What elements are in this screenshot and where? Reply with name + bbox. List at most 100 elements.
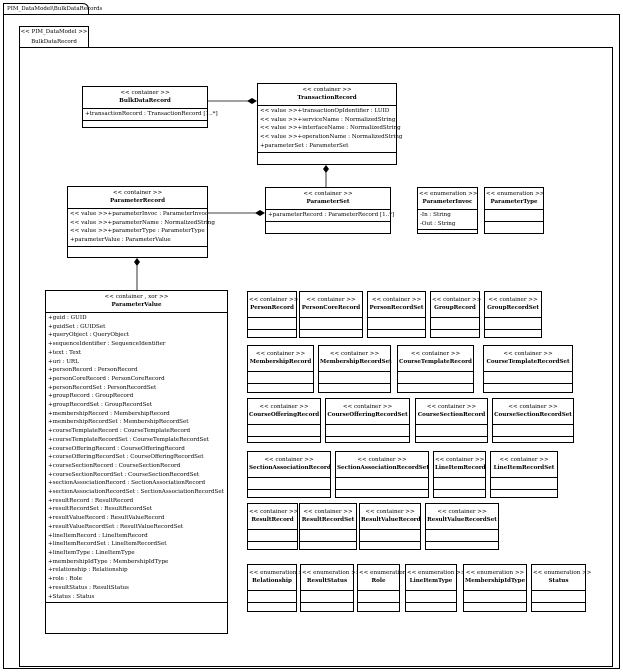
class-sectionassociationrecord[interactable]: << container >>SectionAssociationRecord [247, 451, 331, 498]
class-personrecord[interactable]: << container >> PersonRecord [247, 291, 299, 338]
attribute-compartment [300, 318, 362, 330]
enum-relationship[interactable]: << enumeration >>Relationship [247, 564, 307, 612]
class-resultvaluerecord[interactable]: << container >>ResultValueRecord [359, 503, 421, 550]
class-attribute: +resultValueRecord : ResultValueRecord [48, 515, 165, 522]
class-attribute: +transactionRecord : TransactionRecord [… [85, 111, 218, 117]
class-attribute: << value >>+transactionOpIdentifier : LU… [260, 108, 390, 114]
class-attribute: +groupRecord : GroupRecord [48, 393, 134, 400]
class-attribute: << value >>+parameterInvoc : ParameterIn… [70, 211, 209, 217]
class-sectionassociationrecordset[interactable]: << container >>SectionAssociationRecordS… [335, 451, 429, 498]
class-lineitemrecord[interactable]: << container >>LineItemRecord [433, 451, 486, 498]
enum-lineitemtype[interactable]: << enumeration >>LineItemType [405, 564, 465, 612]
class-stereotype: << container >> [488, 297, 538, 303]
class-lineitemrecordset[interactable]: << container >>LineItemRecordSet [490, 451, 558, 498]
class-membershiprecordset[interactable]: << container >>MembershipRecordSet [318, 345, 392, 393]
class-stereotype: << container , xor >> [104, 294, 169, 300]
class-attribute: << value >>+parameterName : NormalizedSt… [70, 219, 215, 226]
class-name: ParameterInvoc [422, 199, 473, 205]
class-name: ParameterValue [111, 302, 162, 308]
attribute-compartment [464, 591, 526, 603]
attribute-compartment [358, 591, 399, 603]
class-name: ResultRecord [251, 517, 294, 523]
class-resultvaluerecordset[interactable]: << container >>ResultValueRecordSet [425, 503, 499, 550]
class-stereotype: << container >> [410, 351, 461, 357]
class-attribute: +Status : Status [48, 593, 95, 600]
attribute-compartment [360, 530, 420, 542]
class-attribute: +courseSectionRecord : CourseSectionReco… [48, 462, 181, 469]
class-attribute: +resultRecordSet : ResultRecordSet [48, 506, 152, 513]
class-name: ParameterSet [306, 199, 350, 205]
class-stereotype: << container >> [120, 90, 170, 96]
class-parametervalue[interactable]: << container , xor >> ParameterValue +gui… [45, 290, 228, 634]
attribute-compartment [484, 372, 572, 384]
class-attribute: +courseOfferingRecord : CourseOfferingRe… [48, 445, 185, 452]
class-coursetemplaterecordset[interactable]: << container >>CourseTemplateRecordSet [483, 345, 573, 393]
class-transactionrecord[interactable]: << container >>TransactionRecord << valu… [257, 83, 403, 165]
class-personrecordset[interactable]: << container >>PersonRecordSet [367, 291, 426, 338]
enum-role[interactable]: << enumeration >>Role [357, 564, 418, 612]
attribute-compartment [248, 530, 297, 542]
class-attribute: +role : Role [48, 576, 82, 583]
class-name: GroupRecord [434, 305, 476, 311]
class-stereotype: << container >> [426, 404, 477, 410]
class-coursesectionrecordset[interactable]: << container >>CourseSectionRecordSet [492, 398, 574, 443]
class-stereotype: << container >> [259, 404, 309, 410]
enum-status[interactable]: << enumeration >>Status [531, 564, 591, 612]
class-attribute: << value >>+operationName : NormalizedSt… [260, 134, 403, 141]
class-stereotype: << container >> [249, 509, 299, 515]
enum-parametertype[interactable]: << enumeration >>ParameterType [484, 187, 544, 234]
class-attribute: +resultStatus : ResultStatus [48, 584, 129, 591]
enum-parameterinvoc[interactable]: << enumeration >>ParameterInvoc -In : St… [417, 187, 478, 234]
class-attribute: +parameterRecord : ParameterRecord [1..*… [268, 212, 395, 218]
class-attribute: +membershipIdType : MembershipIdType [48, 558, 169, 565]
class-bulkdatarecord[interactable]: << container >>BulkDataRecord +transacti… [82, 86, 218, 128]
class-name: ResultRecordSet [301, 517, 355, 523]
class-name: ResultValueRecordSet [427, 517, 497, 523]
class-grouprecord[interactable]: << container >>GroupRecord [430, 291, 481, 338]
class-attribute: +personCoreRecord : PersonCoreRecord [48, 375, 165, 382]
class-membershiprecord[interactable]: << container >>MembershipRecord [247, 345, 314, 393]
enum-membershipidtype[interactable]: << enumeration >>MembershipIdType [463, 564, 527, 612]
class-stereotype: << container >> [264, 457, 314, 463]
class-attribute: +membershipRecord : MembershipRecord [48, 410, 170, 417]
class-attribute: +membershipRecordSet : MembershipRecordS… [48, 419, 189, 426]
attribute-compartment [491, 478, 557, 490]
enum-resultstatus[interactable]: << enumeration >>ResultStatus [300, 564, 360, 612]
class-name: LineItemRecordSet [493, 465, 555, 471]
class-name: ResultStatus [306, 578, 348, 584]
class-stereotype: << container >> [249, 297, 299, 303]
class-attribute: +personRecord : PersonRecord [48, 367, 138, 374]
class-personcorerecord[interactable]: << container >>PersonCoreRecord [299, 291, 363, 338]
class-grouprecordset[interactable]: << container >>GroupRecordSet [484, 291, 542, 338]
class-attribute: +relationship : Relationship [48, 567, 128, 574]
class-attribute: +guid : GUID [48, 315, 87, 321]
attribute-compartment [336, 478, 428, 490]
class-attribute: +lineItemRecordSet : LineItemRecordSet [48, 541, 167, 548]
attribute-compartment [493, 425, 573, 437]
class-parameterset[interactable]: << container >> ParameterSet +parameterRe… [265, 187, 395, 234]
attribute-compartment [416, 425, 487, 437]
class-attribute: << value >>+interfaceName : NormalizedSt… [260, 125, 401, 132]
class-coursetemplaterecord[interactable]: << container >>CourseTemplateRecord [397, 345, 474, 393]
class-coursesectionrecord[interactable]: << container >>CourseSectionRecord [415, 398, 488, 443]
attribute-compartment [326, 425, 409, 437]
package-name: BulkDataRecord [31, 39, 77, 45]
class-courseofferingrecord[interactable]: << container >>CourseOfferingRecord [247, 398, 321, 443]
class-attribute: +sectionAssociationRecord : SectionAssoc… [48, 480, 206, 487]
class-name: PersonRecordSet [369, 305, 424, 311]
attribute-compartment [248, 591, 296, 603]
class-name: ResultValueRecord [361, 517, 421, 523]
class-resultrecordset[interactable]: << container >>ResultRecordSet [299, 503, 357, 550]
class-name: ParameterRecord [109, 198, 166, 204]
class-stereotype: << enumeration >> [359, 570, 418, 576]
class-resultrecord[interactable]: << container >> ResultRecord [247, 503, 298, 550]
class-attribute: +sequenceIdentifier : SequenceIdentifier [48, 341, 166, 348]
class-name: PersonRecord [250, 305, 294, 311]
attribute-compartment [248, 478, 330, 490]
class-courseofferingrecordset[interactable]: << container >>CourseOfferingRecordSet [325, 398, 410, 443]
class-parameterrecord[interactable]: << container >>ParameterRecord << value … [67, 186, 215, 258]
attribute-compartment [485, 318, 541, 330]
class-stereotype: << enumeration >> [465, 570, 525, 576]
class-stereotype: << container >> [303, 191, 353, 197]
attribute-compartment [431, 318, 479, 330]
